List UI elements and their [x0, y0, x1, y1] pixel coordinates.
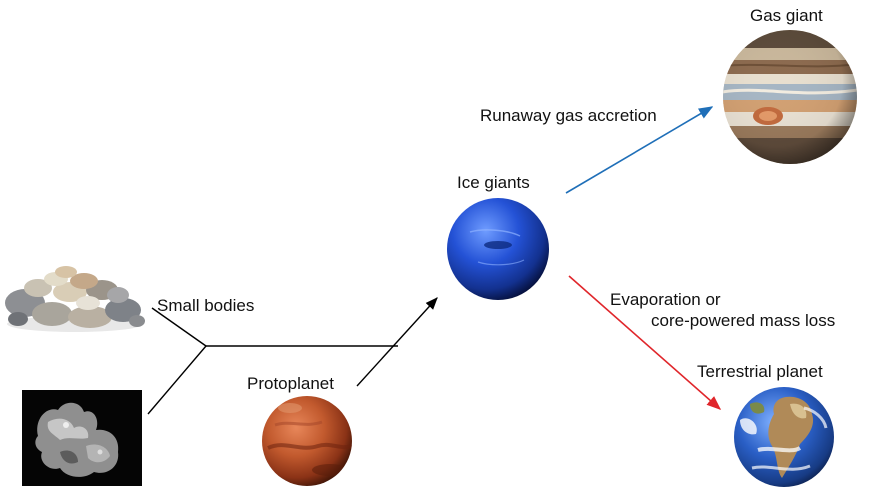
merge-connector	[147, 307, 398, 415]
evaporation-label-line1: Evaporation or	[610, 290, 721, 309]
arrow-runaway-gas-accretion	[565, 106, 714, 194]
comet-image	[22, 390, 142, 486]
gas-giant-label: Gas giant	[750, 6, 823, 25]
terrestrial-planet-label: Terrestrial planet	[697, 362, 823, 381]
jupiter-planet	[723, 30, 857, 164]
neptune-planet	[447, 198, 549, 300]
small-bodies-label: Small bodies	[157, 296, 255, 315]
arrow-protoplanet-to-ice-giants	[356, 297, 438, 387]
runaway-gas-accretion-label: Runaway gas accretion	[480, 106, 657, 125]
protoplanet-label: Protoplanet	[247, 374, 334, 393]
mars-planet	[262, 396, 352, 486]
arrow-evaporation	[568, 275, 722, 410]
earth-planet	[734, 387, 834, 487]
ice-giants-label: Ice giants	[457, 173, 530, 192]
evaporation-label-line2: core-powered mass loss	[651, 311, 836, 330]
pebbles-image	[5, 266, 145, 332]
